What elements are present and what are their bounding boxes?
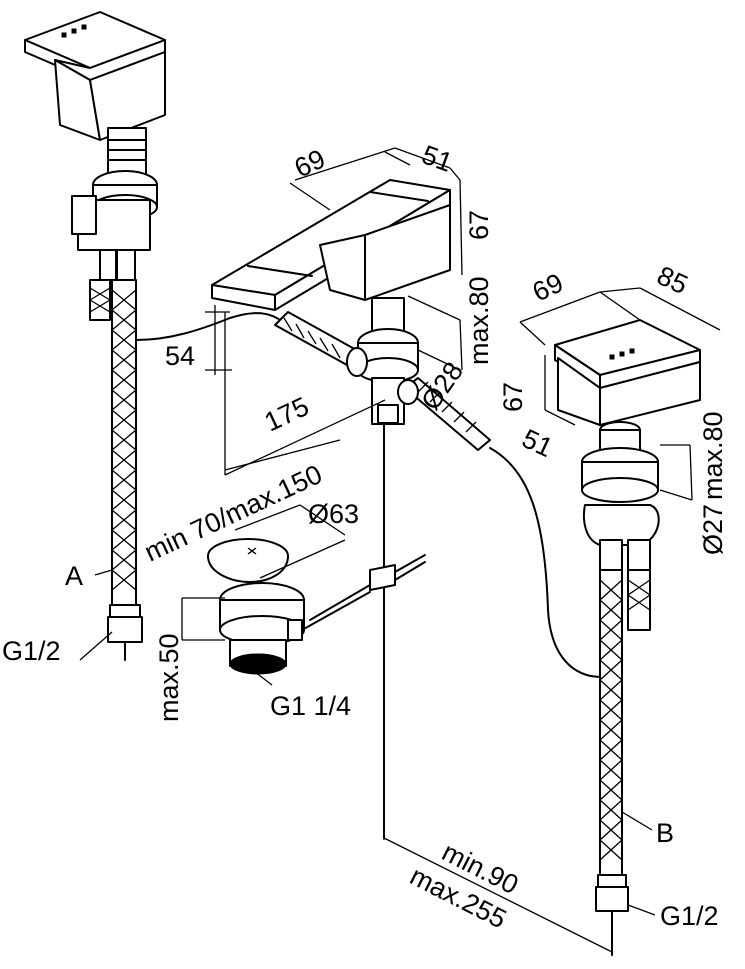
hose-b	[599, 569, 623, 876]
label-hose-b: B	[656, 818, 674, 848]
dim-handle-depth: 85	[652, 260, 692, 300]
spout-hose-left	[274, 311, 368, 377]
dim-spout-side: 54	[165, 341, 195, 371]
dim-spout-width: 69	[290, 144, 330, 184]
dim-spout-pipe: Ø28	[415, 356, 469, 415]
hose-a	[111, 279, 137, 606]
spout-hose-right	[397, 377, 491, 451]
spout-assembly	[211, 179, 611, 839]
label-hose-a: A	[65, 561, 83, 591]
connection-labels: A G1/2 G1 1/4 B G1/2	[2, 561, 719, 931]
dim-handle-pipe: Ø27	[698, 504, 728, 555]
dimension-lines	[79, 147, 721, 953]
dim-spout-reach: 175	[260, 391, 314, 437]
dim-spout-max-height: max.80	[464, 276, 494, 365]
dim-waste-diameter: Ø63	[308, 499, 359, 529]
left-handle-assembly	[24, 11, 284, 661]
dim-handle-height: 67	[498, 382, 528, 412]
dim-handle-width: 69	[528, 268, 568, 308]
label-thread-right: G1/2	[660, 901, 719, 931]
waste-assembly	[207, 538, 305, 675]
dim-handle-max-height: max.80	[698, 411, 728, 500]
dim-waste-height: max.50	[154, 633, 184, 722]
dim-handle-base: 51	[517, 423, 557, 463]
dim-spout-height: 67	[464, 210, 494, 240]
label-thread-waste: G1 1/4	[270, 691, 351, 721]
label-thread-left: G1/2	[2, 636, 61, 666]
right-handle-assembly	[554, 319, 701, 956]
dim-spout-length: 51	[418, 139, 456, 177]
